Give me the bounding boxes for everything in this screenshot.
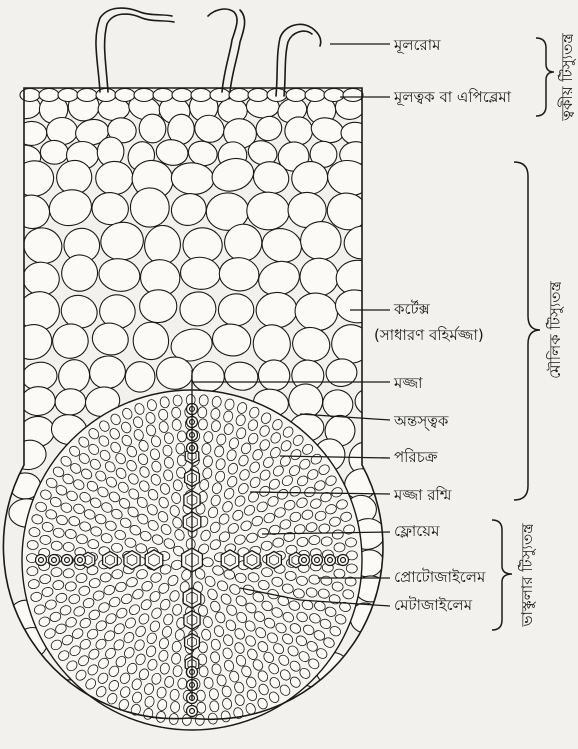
stele-cell bbox=[27, 566, 39, 576]
protoxylem-lumen bbox=[78, 558, 83, 563]
cortex-cell bbox=[168, 190, 210, 230]
epiblema-cell bbox=[172, 89, 192, 102]
label-cortex-sub: (সাধারণ বহির্মজ্জা) bbox=[374, 326, 484, 344]
metaxylem-vessel-inner bbox=[149, 554, 160, 566]
cortex-cell bbox=[246, 191, 291, 231]
cortex-cell bbox=[191, 361, 224, 392]
label-pith: মজ্জা bbox=[393, 374, 423, 392]
label-protoxylem: প্রোটোজাইলেম bbox=[394, 568, 486, 586]
protoxylem-lumen bbox=[190, 709, 195, 714]
cortex-cell bbox=[156, 356, 194, 389]
epiblema-cell bbox=[286, 89, 306, 102]
metaxylem-vessel-inner bbox=[127, 554, 137, 565]
label-metaxylem: মেটাজাইলেম bbox=[394, 596, 473, 614]
epiblema-cell bbox=[343, 89, 363, 102]
label-phloem: ফ্লোয়েম bbox=[394, 522, 440, 540]
group-label-vascular: ভাস্কুলার টিস্যুতন্ত্র bbox=[518, 523, 536, 628]
group-label-dermal: ত্বকীয় টিস্যুতন্ত্র bbox=[558, 33, 576, 122]
protoxylem-lumen bbox=[302, 558, 307, 563]
cortex-cell bbox=[90, 191, 130, 227]
protoxylem-lumen bbox=[52, 558, 57, 563]
epiblema-cell bbox=[191, 89, 211, 102]
cortex-cell bbox=[54, 388, 87, 417]
epiblema-cell bbox=[134, 89, 154, 102]
cortex-cell bbox=[293, 290, 340, 333]
protoxylem-lumen bbox=[39, 558, 44, 563]
bracket-dermal bbox=[536, 38, 554, 116]
epiblema-cell bbox=[248, 89, 268, 102]
cortex-cell bbox=[139, 289, 177, 322]
cortex-cell bbox=[353, 385, 391, 419]
protoxylem-lumen bbox=[315, 558, 320, 563]
cortex-cell bbox=[218, 293, 254, 326]
epiblema-cell bbox=[229, 89, 249, 102]
cortex-cell bbox=[124, 360, 156, 393]
metaxylem-vessel-inner bbox=[225, 554, 236, 566]
cortex-cell bbox=[95, 160, 134, 195]
epiblema-cell bbox=[115, 89, 135, 102]
bracket-vascular bbox=[492, 520, 512, 630]
protoxylem-lumen bbox=[341, 558, 346, 563]
root-hair bbox=[208, 9, 237, 92]
cortex-cell bbox=[170, 161, 215, 195]
label-root-hair: মূলরোম bbox=[393, 36, 441, 55]
protoxylem-lumen bbox=[328, 558, 333, 563]
stele-cell bbox=[346, 564, 357, 574]
cortex-cell bbox=[315, 676, 357, 717]
label-endodermis: অন্তস্ত্বক bbox=[393, 412, 449, 431]
cortex-cell bbox=[289, 323, 334, 365]
cortex-cell bbox=[16, 121, 47, 146]
epiblema-cell bbox=[305, 89, 325, 102]
root-hair bbox=[284, 31, 312, 96]
cortex-cell bbox=[210, 321, 253, 359]
protoxylem-lumen bbox=[65, 558, 70, 563]
cortex-cell bbox=[97, 256, 143, 294]
metaxylem-vessel-inner bbox=[270, 555, 279, 565]
cortex-cell bbox=[347, 660, 383, 689]
cortex-cell bbox=[255, 291, 298, 329]
label-epiblema: মূলত্বক বা এপিব্লেমা bbox=[393, 88, 512, 107]
epiblema-cell bbox=[58, 89, 78, 102]
cortex-cell bbox=[179, 256, 221, 291]
cortex-cell bbox=[222, 359, 260, 393]
cortex-cell bbox=[353, 681, 389, 712]
cortex-cell bbox=[297, 255, 342, 300]
label-cortex: কর্টেক্স bbox=[393, 300, 431, 318]
epiblema-cell bbox=[77, 89, 97, 102]
bracket-ground bbox=[514, 162, 540, 500]
group-label-ground: মৌলিক টিস্যুতন্ত্র bbox=[546, 281, 564, 379]
label-pericycle: পরিচক্র bbox=[394, 448, 438, 466]
cortex-cell bbox=[254, 356, 293, 395]
metaxylem-vessel-inner bbox=[247, 554, 257, 565]
stele-cell bbox=[197, 407, 207, 419]
cortex-cell bbox=[132, 321, 170, 361]
cortex-cell bbox=[98, 219, 146, 263]
cortex-cell bbox=[218, 256, 260, 293]
cortex-cell bbox=[14, 679, 54, 718]
epiblema-cell bbox=[20, 89, 40, 102]
label-medullary-ray: মজ্জা রশ্মি bbox=[393, 486, 452, 504]
epiblema-cell bbox=[96, 89, 116, 102]
epiblema-cell bbox=[153, 89, 173, 102]
cortex-cell bbox=[251, 323, 292, 365]
cortex-cell bbox=[259, 225, 305, 266]
root-hair bbox=[276, 24, 321, 96]
epiblema-cell bbox=[39, 89, 59, 102]
cortex-cell bbox=[177, 289, 219, 329]
cortex-cell bbox=[46, 186, 95, 229]
epiblema-cell bbox=[324, 89, 344, 102]
metaxylem-vessel-inner bbox=[106, 555, 115, 565]
cortex-cell bbox=[12, 159, 55, 198]
epiblema-cell bbox=[210, 89, 230, 102]
cortex-cell bbox=[87, 353, 128, 392]
cortex-cell bbox=[333, 287, 379, 326]
root-hair bbox=[105, 14, 174, 92]
stele-cell bbox=[199, 395, 209, 407]
cortex-cell bbox=[10, 190, 54, 233]
root-hairs bbox=[96, 8, 321, 96]
cortex-cell bbox=[19, 223, 67, 269]
cortex-cell bbox=[20, 386, 57, 417]
